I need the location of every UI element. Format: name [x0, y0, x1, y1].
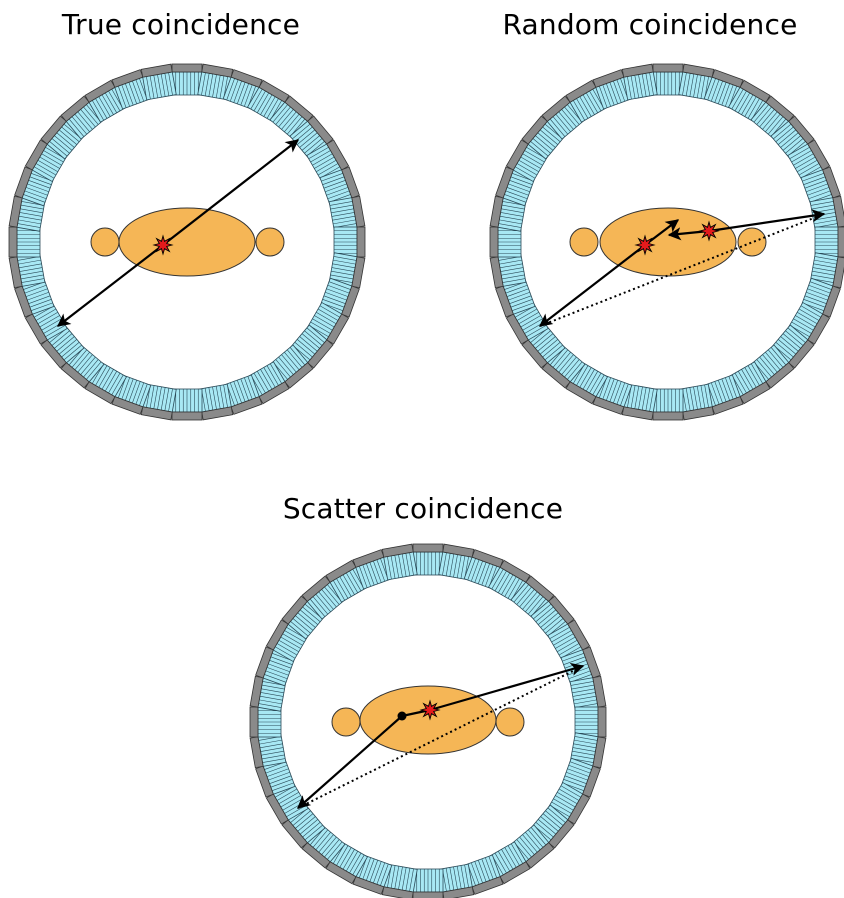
detector-block	[328, 195, 366, 232]
detector-block	[306, 139, 350, 183]
title-random-coincidence: Random coincidence	[502, 8, 798, 41]
detector-block	[14, 166, 55, 207]
title-true-coincidence: True coincidence	[61, 8, 301, 41]
detector-block	[319, 166, 360, 207]
detector-block	[111, 69, 152, 110]
detector-block	[171, 63, 203, 96]
detector-block	[438, 543, 475, 581]
detector-block	[703, 69, 744, 110]
detector-block	[463, 854, 504, 895]
detector-block	[24, 301, 68, 345]
detector-block	[495, 166, 536, 207]
detector-block	[8, 226, 41, 258]
detector-block	[438, 863, 475, 898]
phantom-side-circle	[569, 227, 599, 257]
detector-block	[569, 675, 607, 712]
gamma-ray-arrow	[429, 662, 585, 712]
lor-scatter	[297, 662, 585, 809]
detector-block	[412, 543, 444, 576]
detector-block	[495, 277, 536, 318]
detector-block	[621, 63, 658, 101]
detector-block	[381, 543, 418, 581]
detector-block	[800, 277, 841, 318]
annihilation-event-icon	[698, 220, 720, 242]
annihilation-event-icon	[634, 234, 656, 256]
detector-block	[222, 374, 263, 415]
annihilation-event-icon	[152, 234, 174, 256]
detector-block	[652, 63, 684, 96]
detector-block	[814, 226, 844, 258]
detector-ring-scatter	[249, 543, 607, 898]
detector-block	[249, 706, 282, 738]
detector-block	[489, 252, 527, 289]
gamma-ray-arrow	[56, 244, 164, 327]
detector-block	[255, 757, 296, 798]
detector-block	[592, 69, 633, 110]
detector-block	[703, 374, 744, 415]
annihilation-event-icon	[419, 699, 441, 721]
detector-block	[560, 757, 601, 798]
phantom-body	[599, 207, 737, 277]
detector-block	[140, 63, 177, 101]
detector-block	[621, 383, 658, 421]
detector-block	[574, 706, 607, 738]
detector-block	[140, 383, 177, 421]
detector-block	[171, 388, 203, 421]
detector-block	[14, 277, 55, 318]
detector-block	[489, 195, 527, 232]
detector-block	[652, 388, 684, 421]
detector-block	[8, 252, 46, 289]
phantom-true	[90, 207, 285, 277]
detector-ring-random	[489, 63, 844, 421]
detector-block	[463, 549, 504, 590]
scattered-gamma-arrow	[297, 715, 403, 809]
lor-true	[56, 139, 300, 327]
title-scatter-coincidence: Scatter coincidence	[282, 492, 564, 525]
phantom-random	[569, 207, 767, 277]
phantom-body	[118, 207, 256, 277]
detector-block	[678, 383, 715, 421]
detector-block	[111, 374, 152, 415]
detector-block	[249, 732, 287, 769]
detector-ring-true	[8, 63, 366, 421]
detector-block	[8, 195, 46, 232]
phantom-side-circle	[90, 227, 120, 257]
detector-block	[809, 195, 844, 232]
detector-block	[547, 619, 591, 663]
detector-block	[412, 868, 444, 898]
detector-block	[84, 79, 128, 123]
detector-block	[565, 79, 609, 123]
detector-block	[678, 63, 715, 101]
detector-block	[197, 383, 234, 421]
detector-block	[800, 166, 841, 207]
phantom-scatter	[331, 685, 525, 755]
scatter-point	[397, 711, 407, 721]
detector-block	[222, 69, 263, 110]
false-line-of-response	[539, 213, 825, 327]
phantom-side-circle	[737, 227, 767, 257]
false-line-of-response	[297, 665, 584, 809]
gamma-ray-arrow	[162, 139, 300, 246]
gamma-ray-arrow	[708, 209, 826, 233]
phantom-body	[359, 685, 497, 755]
phantom-side-circle	[495, 707, 525, 737]
detector-block	[592, 374, 633, 415]
phantom-side-circle	[255, 227, 285, 257]
detector-block	[333, 226, 366, 258]
detector-block	[489, 226, 522, 258]
gamma-ray-arrow	[538, 244, 646, 327]
detector-block	[328, 252, 366, 289]
detector-block	[809, 252, 844, 289]
phantom-side-circle	[331, 707, 361, 737]
detector-block	[319, 277, 360, 318]
